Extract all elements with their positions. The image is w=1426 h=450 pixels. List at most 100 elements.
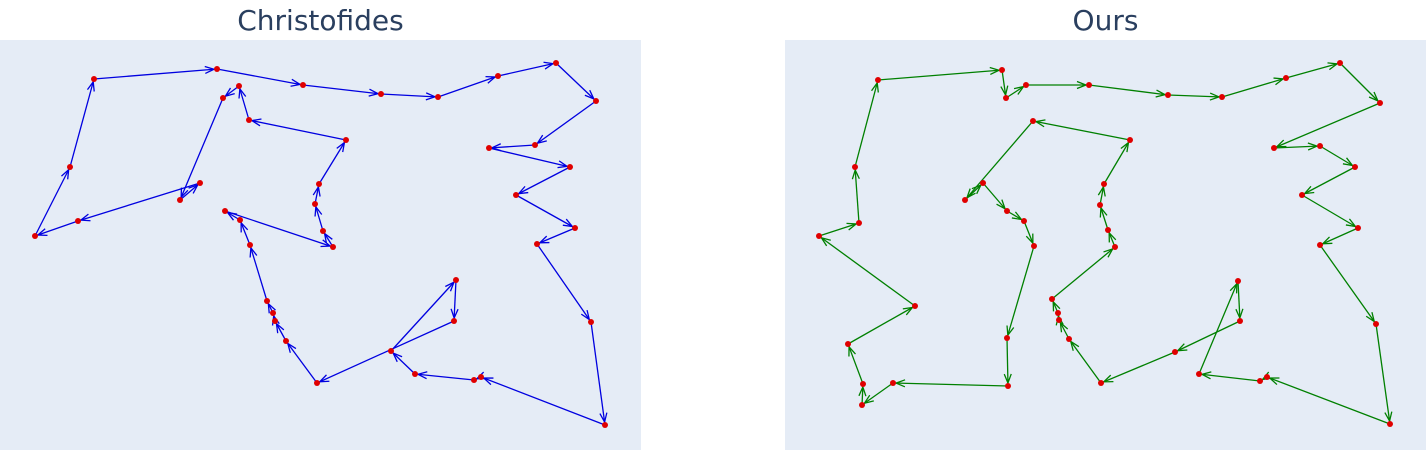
tour-arrowhead (862, 394, 874, 405)
tour-edge (854, 166, 860, 224)
tour-arrowhead (1006, 325, 1015, 337)
tour-arrowhead (275, 322, 285, 334)
city-point (495, 73, 501, 79)
city-point (1004, 208, 1010, 214)
city-point (1264, 374, 1270, 380)
city-point (856, 220, 862, 226)
christofides-plot-area (0, 40, 641, 450)
tour-arrowhead (1200, 371, 1212, 380)
tour-edge (1088, 84, 1169, 96)
tour-edge (847, 305, 916, 345)
tour-edge (414, 373, 475, 381)
tour-edge (1319, 244, 1377, 325)
city-point (980, 180, 986, 186)
city-point (532, 142, 538, 148)
city-point (852, 164, 858, 170)
tour-edge (179, 97, 224, 201)
city-point (588, 319, 594, 325)
city-point (378, 91, 384, 97)
city-point (435, 94, 441, 100)
tour-arrowhead (989, 66, 1001, 76)
tour-edge (34, 166, 71, 237)
city-point (67, 164, 73, 170)
tour-arrowhead (1103, 247, 1115, 258)
tour-arrowhead (318, 374, 330, 383)
tour-edge (1273, 102, 1381, 149)
tour-edge (1032, 120, 1131, 141)
tour-edge (1006, 245, 1035, 339)
tour-arrowhead (1003, 373, 1012, 385)
tour-edge (1237, 280, 1241, 322)
ours-panel: Ours (785, 0, 1426, 450)
city-point (478, 374, 484, 380)
tour-edge (1319, 145, 1356, 168)
tour-arrowhead (1034, 119, 1046, 128)
city-point (1271, 145, 1277, 151)
tour-edge (1221, 77, 1287, 98)
tour-edge (861, 382, 894, 406)
tour-arrowhead (290, 78, 302, 87)
tour-edge (224, 210, 334, 248)
tour-arrowhead (1229, 282, 1238, 294)
city-point (912, 303, 918, 309)
tour-edge (1301, 166, 1356, 196)
tour-edge (818, 235, 916, 307)
city-point (471, 377, 477, 383)
city-point (486, 145, 492, 151)
tour-edge (488, 144, 536, 149)
city-point (1086, 82, 1092, 88)
city-point (1355, 225, 1361, 231)
city-point (1105, 227, 1111, 233)
city-point (890, 380, 896, 386)
tour-arrowhead (250, 118, 262, 127)
city-point (1337, 60, 1343, 66)
city-point (177, 197, 183, 203)
city-point (1373, 321, 1379, 327)
tour-edge (1301, 194, 1359, 229)
city-point (270, 310, 276, 316)
city-point (999, 67, 1005, 73)
tour-arrowhead (1275, 139, 1287, 148)
tour-edge (847, 343, 864, 385)
tour-edge (34, 220, 79, 237)
city-point (1317, 143, 1323, 149)
city-point (1097, 202, 1103, 208)
city-point (1005, 383, 1011, 389)
city-point (1030, 118, 1036, 124)
city-point (343, 137, 349, 143)
tour-edge (1068, 338, 1102, 384)
tour-edge (248, 119, 347, 141)
tour-edge (318, 139, 347, 185)
city-point (1283, 75, 1289, 81)
city-point (1352, 164, 1358, 170)
city-point (1112, 244, 1118, 250)
city-point (602, 422, 608, 428)
city-point (860, 381, 866, 387)
tour-arrowhead (858, 385, 867, 397)
tour-arrowhead (1327, 62, 1339, 71)
city-point (1098, 380, 1104, 386)
tour-arrowhead (286, 341, 297, 353)
city-point (1237, 318, 1243, 324)
tour-arrowhead (1321, 236, 1333, 245)
tour-edge (1198, 280, 1239, 375)
tour-edge (488, 147, 571, 168)
city-point (845, 341, 851, 347)
tour-edge (1285, 62, 1341, 79)
tour-edge (515, 194, 576, 229)
city-point (1021, 218, 1027, 224)
city-point (264, 298, 270, 304)
city-point (1127, 137, 1133, 143)
city-point (1031, 243, 1037, 249)
city-point (388, 348, 394, 354)
ours-plot-area (785, 40, 1426, 450)
tour-arrowhead (1368, 91, 1380, 103)
city-point (237, 217, 243, 223)
city-point (534, 241, 540, 247)
tour-edge (316, 320, 455, 384)
ours-chart (785, 40, 1426, 450)
tour-edge (1273, 145, 1321, 149)
tour-edge (77, 182, 201, 222)
tour-edge (285, 340, 318, 384)
city-point (300, 82, 306, 88)
